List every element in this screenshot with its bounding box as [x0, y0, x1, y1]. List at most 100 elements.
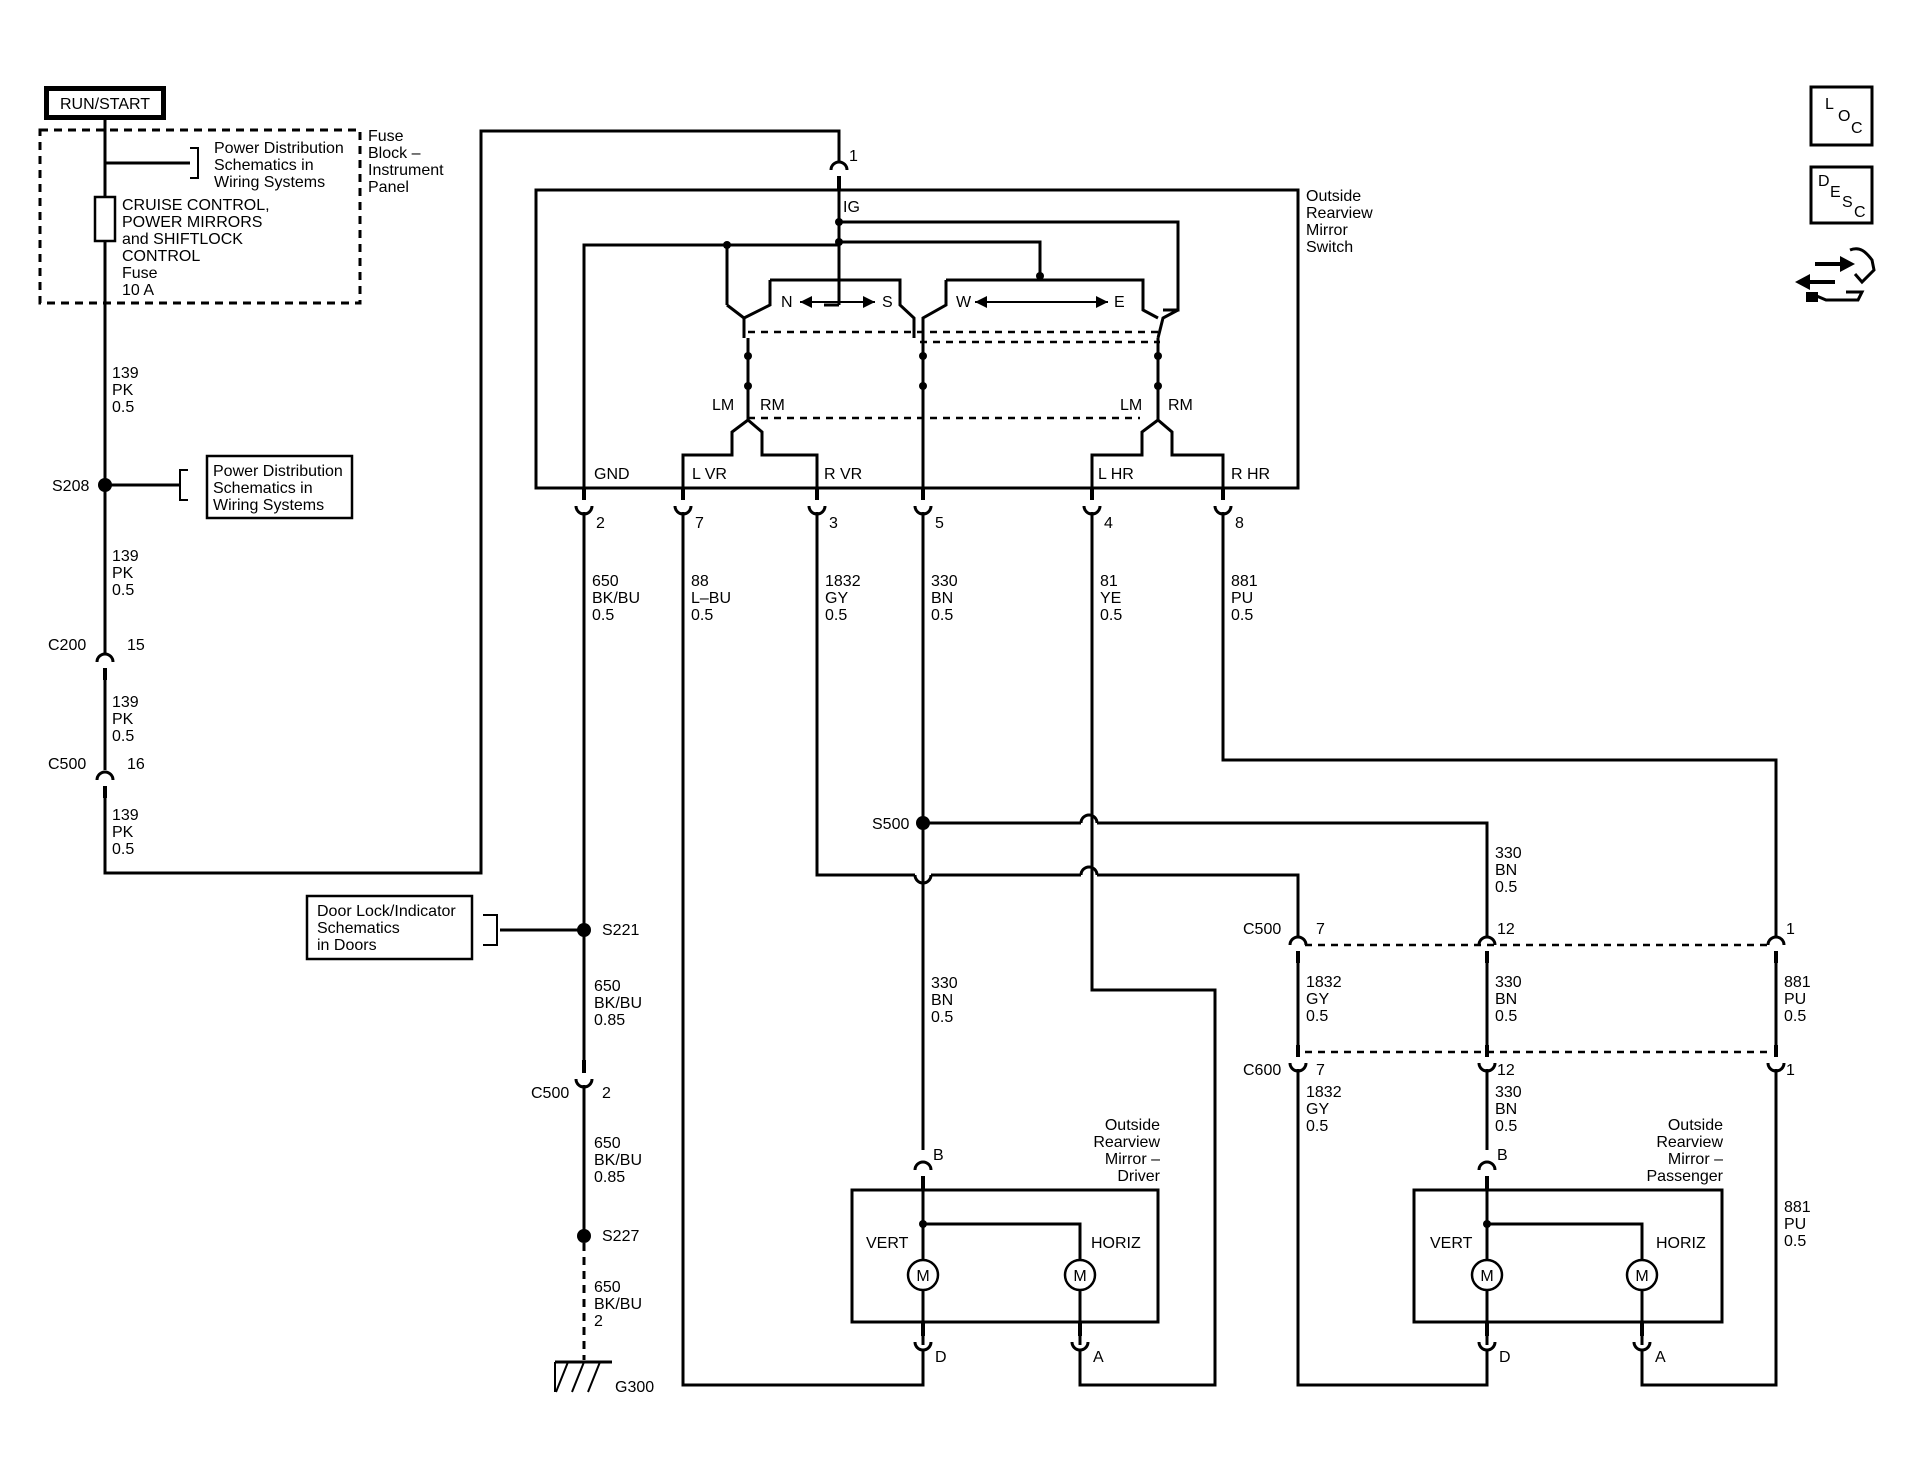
svg-text:D: D [1499, 1349, 1511, 1366]
svg-text:0.5: 0.5 [931, 607, 953, 624]
wire-label-139-2: 139 PK 0.5 [112, 548, 139, 599]
power-dist-ref-1: Power Distribution Schematics in Wiring … [190, 140, 344, 191]
passenger-vert-motor-icon: M [1470, 1258, 1504, 1292]
svg-text:W: W [956, 294, 972, 311]
svg-text:139: 139 [112, 548, 139, 565]
svg-text:M: M [1635, 1268, 1648, 1285]
svg-text:YE: YE [1100, 590, 1121, 607]
svg-text:D: D [935, 1349, 947, 1366]
loc-icon[interactable]: L O C [1809, 85, 1874, 147]
ground-g300-icon: G300 [554, 1360, 654, 1396]
svg-text:E: E [1830, 184, 1841, 201]
svg-text:0.5: 0.5 [1306, 1118, 1328, 1135]
svg-text:0.5: 0.5 [691, 607, 713, 624]
svg-text:0.85: 0.85 [594, 1169, 625, 1186]
wire-label-650-085-1: 650 BK/BU 0.85 [594, 978, 642, 1029]
svg-text:M: M [1073, 1268, 1086, 1285]
svg-text:BN: BN [931, 992, 953, 1009]
svg-text:650: 650 [592, 573, 619, 590]
fuse-icon [93, 195, 117, 243]
svg-text:4: 4 [1104, 515, 1113, 532]
svg-text:881: 881 [1784, 1199, 1811, 1216]
svg-text:BN: BN [1495, 862, 1517, 879]
svg-text:Block –: Block – [368, 145, 421, 162]
svg-text:PU: PU [1784, 1216, 1806, 1233]
we-arrow: W E [956, 294, 1125, 311]
svg-text:15: 15 [127, 637, 145, 654]
passenger-vert-label: VERT [1430, 1235, 1473, 1252]
wire-label-81-lhr: 81 YE 0.5 [1100, 573, 1122, 624]
wire-label-right-1: 1832 GY 0.5 330 BN 0.5 881 PU 0.5 [1306, 974, 1811, 1025]
svg-text:0.5: 0.5 [1231, 607, 1253, 624]
passenger-mirror-title: Outside Rearview Mirror – Passenger [1647, 1117, 1724, 1185]
svg-text:C200: C200 [48, 637, 86, 654]
svg-text:O: O [1838, 108, 1850, 125]
svg-text:10 A: 10 A [122, 282, 154, 299]
lm-rm-left: LM RM [712, 397, 785, 414]
svg-text:12: 12 [1497, 921, 1515, 938]
power-dist-ref-2: Power Distribution Schematics in Wiring … [179, 454, 354, 520]
passenger-mirror-box [1412, 1188, 1724, 1324]
passenger-pin-d: D [1477, 1322, 1511, 1366]
svg-text:0.5: 0.5 [1784, 1008, 1806, 1025]
driver-vert-label: VERT [866, 1235, 909, 1252]
svg-text:M: M [1480, 1268, 1493, 1285]
svg-text:1: 1 [1786, 1062, 1795, 1079]
splice-s208-label: S208 [52, 478, 89, 495]
svg-text:B: B [933, 1147, 944, 1164]
svg-text:88: 88 [691, 573, 709, 590]
svg-text:PK: PK [112, 824, 134, 841]
svg-text:0.5: 0.5 [1100, 607, 1122, 624]
ns-arrow: N S [781, 294, 893, 311]
svg-text:Switch: Switch [1306, 239, 1353, 256]
svg-text:2: 2 [602, 1085, 611, 1102]
splice-s221-label: S221 [602, 922, 639, 939]
svg-text:POWER MIRRORS: POWER MIRRORS [122, 214, 262, 231]
svg-text:0.5: 0.5 [1495, 1008, 1517, 1025]
svg-text:GY: GY [1306, 991, 1329, 1008]
wire-label-139-4: 139 PK 0.5 [112, 807, 139, 858]
wire-label-88-lvr: 88 L–BU 0.5 [691, 573, 731, 624]
svg-text:2: 2 [594, 1313, 603, 1330]
svg-text:B: B [1497, 1147, 1508, 1164]
svg-text:S: S [1842, 194, 1853, 211]
svg-text:0.5: 0.5 [112, 728, 134, 745]
svg-text:881: 881 [1784, 974, 1811, 991]
svg-text:Panel: Panel [368, 179, 409, 196]
svg-text:0.5: 0.5 [112, 841, 134, 858]
svg-text:650: 650 [594, 978, 621, 995]
desc-icon[interactable]: D E S C [1809, 165, 1874, 225]
svg-text:1: 1 [849, 148, 858, 165]
schematic-connector-icon[interactable] [1795, 247, 1876, 302]
svg-text:Mirror: Mirror [1306, 222, 1348, 239]
connector-c500-right: C500 7 12 1 [1243, 921, 1795, 963]
svg-text:Rearview: Rearview [1306, 205, 1373, 222]
fuse-block-title: Fuse Block – Instrument Panel [368, 128, 444, 196]
driver-horiz-label: HORIZ [1091, 1235, 1141, 1252]
svg-text:Door Lock/Indicator: Door Lock/Indicator [317, 903, 456, 920]
mirror-switch-title: Outside Rearview Mirror Switch [1306, 188, 1373, 256]
svg-text:0.85: 0.85 [594, 1012, 625, 1029]
svg-text:330: 330 [1495, 1084, 1522, 1101]
wire-label-650-085-2: 650 BK/BU 0.85 [594, 1135, 642, 1186]
svg-text:CONTROL: CONTROL [122, 248, 200, 265]
wire-label-330-driver: 330 BN 0.5 [931, 975, 958, 1026]
passenger-horiz-motor-icon: M [1625, 1258, 1659, 1292]
driver-pin-b: B [913, 1147, 944, 1190]
svg-text:2: 2 [596, 515, 605, 532]
wire-label-650-gnd: 650 BK/BU 0.5 [592, 573, 640, 624]
mirror-switch-box [534, 188, 1300, 490]
svg-text:GY: GY [1306, 1101, 1329, 1118]
svg-text:A: A [1093, 1349, 1104, 1366]
svg-text:L HR: L HR [1098, 466, 1134, 483]
svg-text:0.5: 0.5 [825, 607, 847, 624]
svg-text:LM: LM [1120, 397, 1142, 414]
wire-label-330-pass: 330 BN 0.5 [1495, 845, 1522, 896]
fuse-block-box [38, 128, 362, 305]
run-start-label: RUN/START [44, 86, 166, 120]
svg-text:16: 16 [127, 756, 145, 773]
svg-text:881: 881 [1231, 573, 1258, 590]
connector-c500-gnd: C500 2 [531, 1060, 611, 1102]
svg-text:BK/BU: BK/BU [594, 1296, 642, 1313]
